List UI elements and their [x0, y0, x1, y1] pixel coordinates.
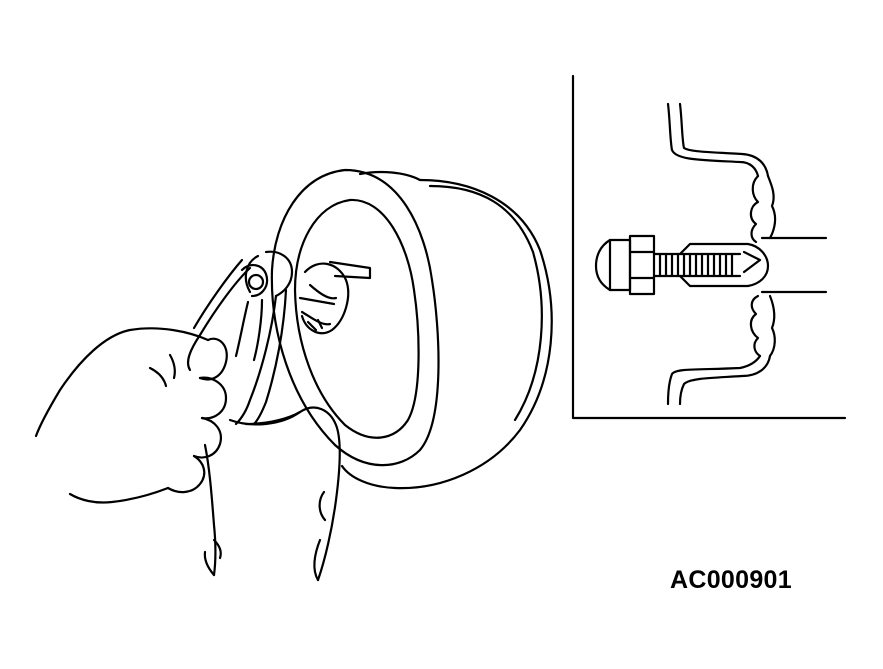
hand: [34, 327, 341, 582]
pliers: [186, 250, 294, 426]
brake-drum: [270, 168, 553, 490]
figure-code-label: AC000901: [670, 566, 792, 594]
detail-inset: [571, 74, 847, 420]
